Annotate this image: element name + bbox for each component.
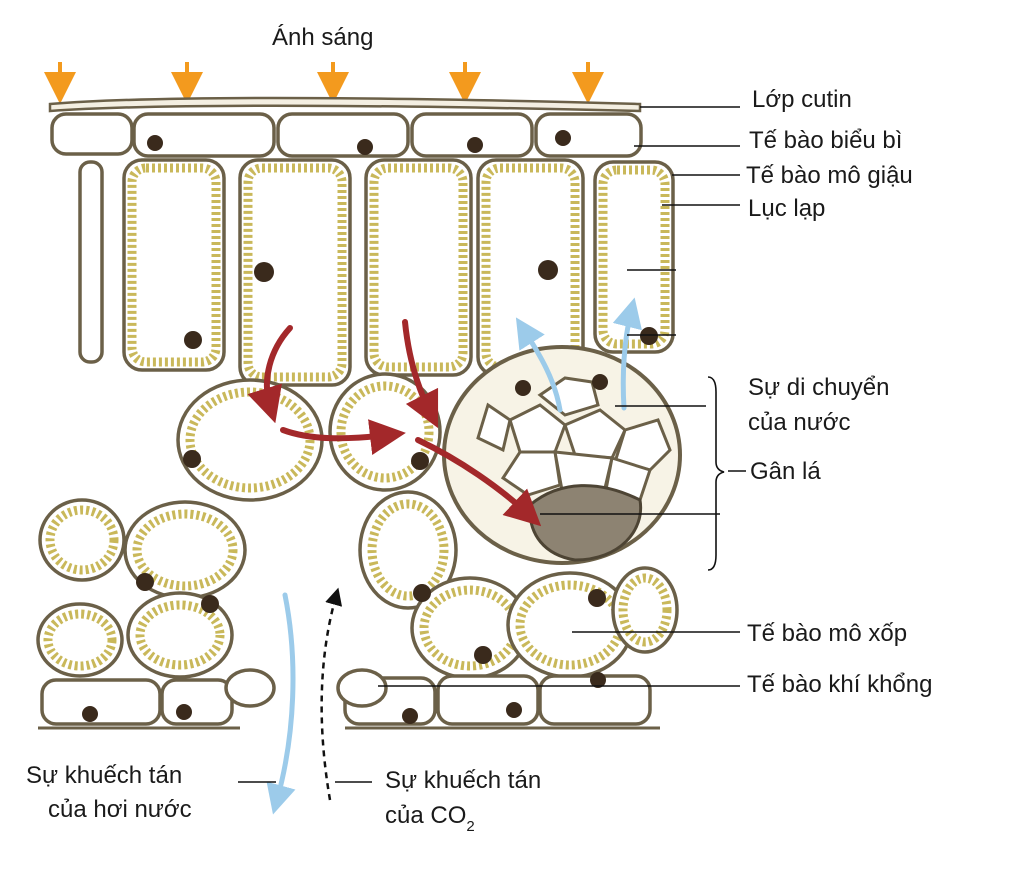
upper-epidermis [50,112,643,158]
spongy-label: Tế bào mô xốp [747,620,907,647]
co2-diffusion-label-line1: Sự khuếch tán [385,767,541,794]
vein-label: Gân lá [750,458,821,485]
red-arrow [402,319,439,429]
water-movement-label-line2: của nước [748,409,851,436]
red-arrow [415,437,542,527]
chloroplast-label: Lục lạp [748,195,825,222]
transport-arrows [247,319,542,527]
co2-diffusion-label-line2: của CO2 [385,802,475,835]
palisade-layer [78,158,675,387]
guard-cell-left [224,668,276,708]
co2-subscript: 2 [466,818,474,835]
water-arrows [266,297,642,815]
vapor-diffusion-label-line1: Sự khuếch tán [26,762,182,789]
blue-arrow [515,317,563,413]
spongy-mesophyll [36,490,679,680]
palisade-label: Tế bào mô giậu [746,162,913,189]
co2-arrow [320,587,343,801]
leader-lines [238,106,740,783]
cuticle-label: Lớp cutin [752,86,852,113]
epidermis-label: Tế bào biểu bì [749,127,902,154]
water-movement-label-line1: Sự di chuyển [748,374,889,401]
vapor-diffusion-label-line2: của hơi nước [48,796,192,823]
red-arrow [280,419,406,455]
lower-epidermis [40,668,652,726]
co2-main-text: của CO [385,802,466,829]
vapor-arrow [266,592,296,815]
leaf-vein [442,345,682,565]
cuticle-layer [48,96,642,113]
blue-arrow [612,297,642,411]
guard-cell-label: Tế bào khí khổng [747,671,932,698]
red-arrow [247,325,293,424]
light-label: Ánh sáng [272,24,373,51]
guard-cell-right [336,668,388,708]
light-arrows [44,62,604,104]
